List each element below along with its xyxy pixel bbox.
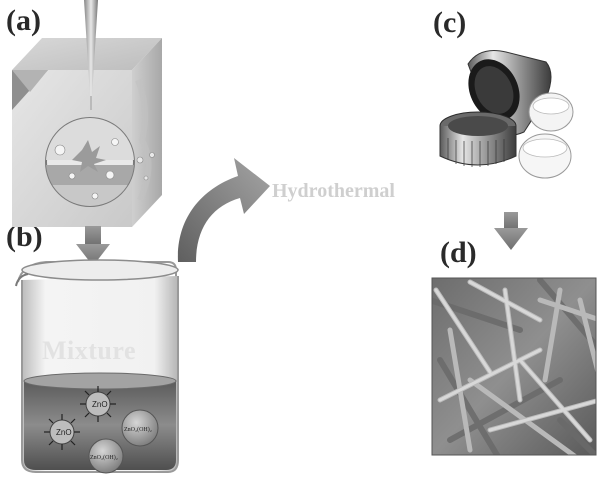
zn-hydroxide-label-2: ZnO₂(OH)₂ <box>90 454 118 461</box>
mixture-label: Mixture <box>42 336 136 365</box>
zn-hydroxide-2: ZnO₂(OH)₂ <box>88 438 124 474</box>
zno-label-2: ZnO <box>56 428 72 437</box>
arrow-down-c-to-d <box>494 212 528 250</box>
panel-label-a: (a) <box>6 4 41 37</box>
zn-hydroxide-label-1: ZnO₂(OH)₂ <box>124 426 152 433</box>
curved-arrow-hydrothermal <box>177 158 270 262</box>
zno-particle-1: ZnO <box>80 386 116 422</box>
pipette-needle <box>84 0 98 110</box>
zn-hydroxide-1: ZnO₂(OH)₂ <box>121 409 159 447</box>
arrow-down-a-to-b <box>76 226 110 266</box>
zno-label-1: ZnO <box>92 400 108 409</box>
autoclave <box>439 50 574 179</box>
panel-label-c: (c) <box>433 6 467 39</box>
sem-image <box>431 277 597 456</box>
panel-label-d: (d) <box>440 236 477 269</box>
hydrothermal-label: Hydrothermal <box>272 180 395 202</box>
zno-particle-2: ZnO <box>44 414 80 450</box>
